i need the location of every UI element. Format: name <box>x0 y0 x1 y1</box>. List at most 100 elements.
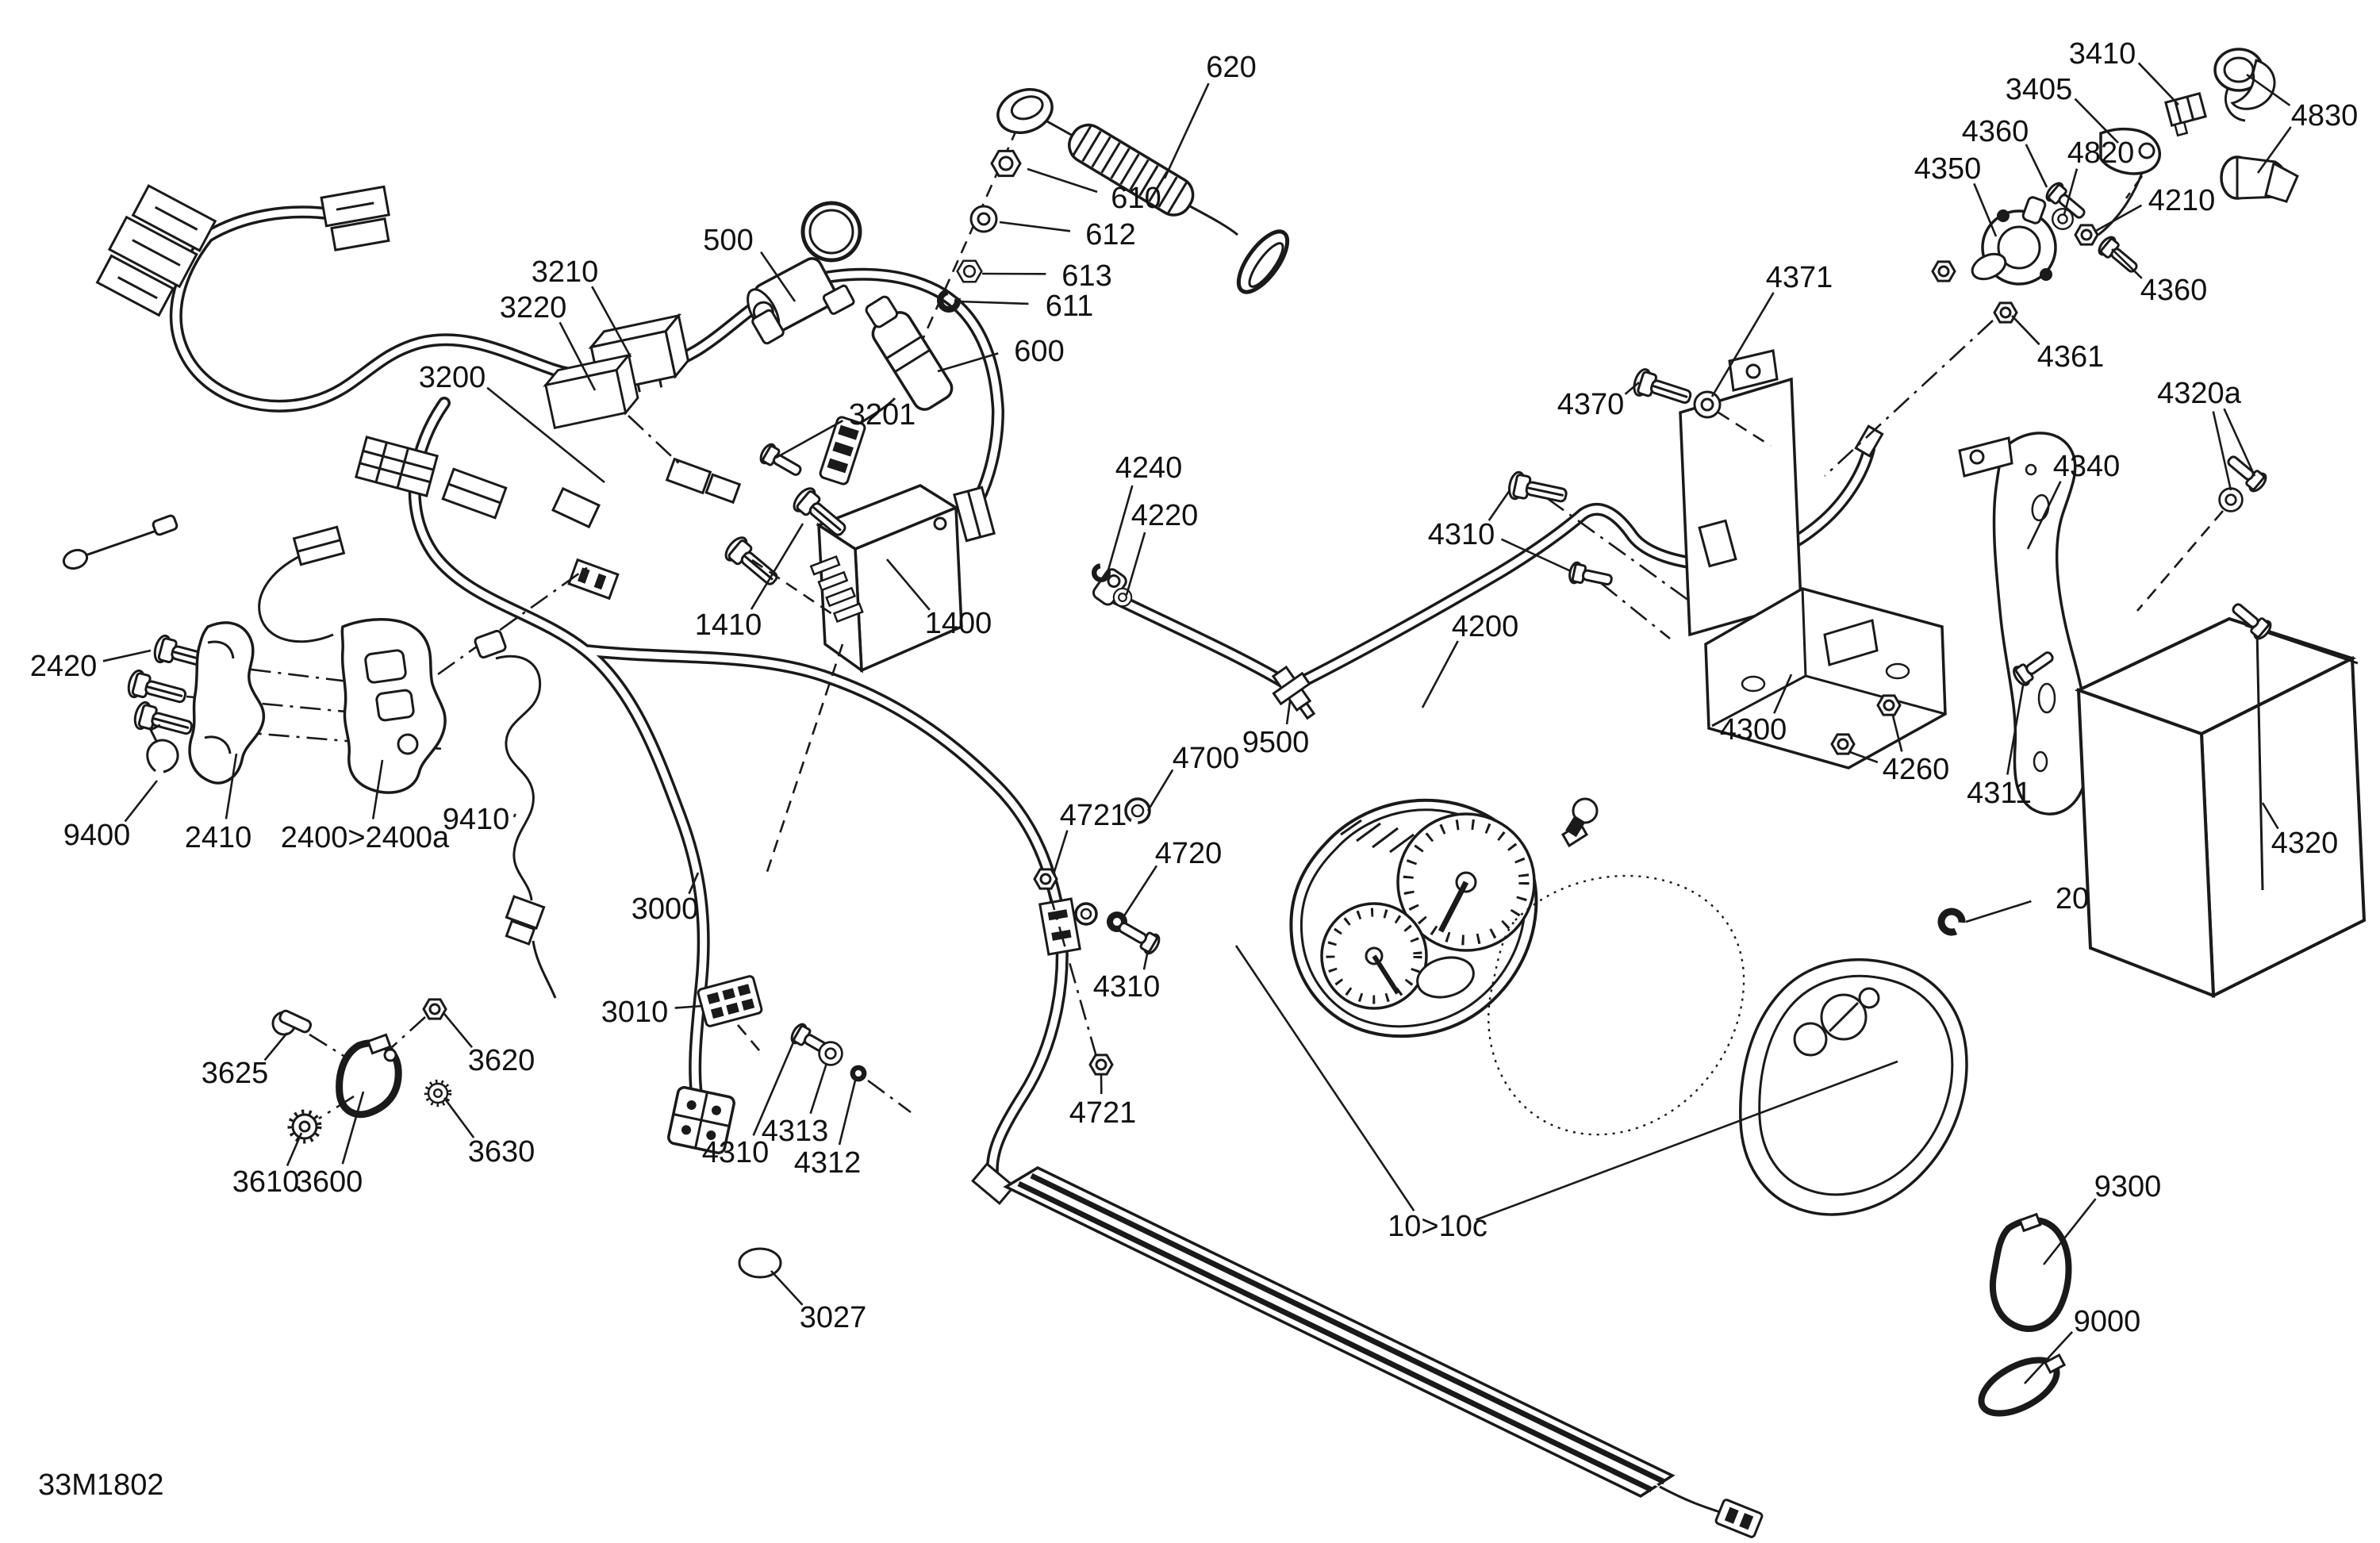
leader-line-4820 <box>2063 168 2079 215</box>
part-label-4360: 4360 <box>1962 115 2029 148</box>
leader-line-3620 <box>443 1013 473 1048</box>
leader-line-4313 <box>809 1062 828 1115</box>
part-label-2400>2400a: 2400>2400a <box>281 821 450 854</box>
leader-line-4320a <box>2223 408 2256 477</box>
battery <box>2074 616 2367 999</box>
part-label-3405: 3405 <box>2006 73 2073 106</box>
leader-line-4310 <box>1142 950 1150 970</box>
bulb-socket <box>1560 797 1599 848</box>
leader-line-20 <box>1965 900 2032 923</box>
leader-line-3625 <box>263 1032 289 1061</box>
leader-line-610 <box>1027 167 1098 194</box>
support-plate <box>1679 377 1802 637</box>
leader-line-4311 <box>2006 685 2025 775</box>
leader-line-3200 <box>486 386 605 484</box>
leader-line-4312 <box>838 1080 857 1146</box>
part-label-611: 611 <box>1046 290 1094 323</box>
ground-cable <box>1033 797 1164 1076</box>
part-label-9300: 9300 <box>2094 1170 2162 1203</box>
ecu-module <box>720 440 963 877</box>
leader-line-9410 <box>512 813 516 818</box>
switch-housing-2410 <box>188 621 266 785</box>
part-label-4312: 4312 <box>794 1146 862 1180</box>
part-label-4340: 4340 <box>2053 450 2121 483</box>
relay-modules <box>543 313 690 467</box>
cluster-bezel <box>1739 958 1968 1216</box>
tether-spring <box>1045 119 1290 294</box>
part-label-4370: 4370 <box>1557 388 1625 421</box>
part-label-9400: 9400 <box>63 819 131 852</box>
leader-line-4361 <box>2011 315 2040 346</box>
part-label-3610: 3610 <box>232 1165 300 1199</box>
leader-line-4310 <box>752 1042 795 1136</box>
part-label-4700: 4700 <box>1173 742 1240 775</box>
leader-line-3630 <box>443 1097 475 1138</box>
part-label-4220: 4220 <box>1131 499 1199 532</box>
leader-line-4300 <box>1773 674 1793 714</box>
leader-line-3405 <box>2074 98 2119 144</box>
grommet-3027 <box>738 1247 782 1279</box>
part-label-4360: 4360 <box>2140 274 2208 307</box>
leader-line-2410 <box>225 753 238 819</box>
part-label-33M1802: 33M1802 <box>38 1468 163 1502</box>
part-label-3000: 3000 <box>631 892 699 926</box>
part-label-9500: 9500 <box>1242 726 1310 759</box>
positive-battery-cable <box>1091 424 1884 720</box>
part-label-1410: 1410 <box>695 608 762 642</box>
leader-line-4720 <box>1122 865 1158 918</box>
part-label-4820: 4820 <box>2067 136 2135 170</box>
part-label-4310: 4310 <box>1093 970 1161 1004</box>
leader-line-4370 <box>1624 382 1640 395</box>
part-label-3210: 3210 <box>532 255 599 289</box>
wiring-harness <box>95 184 1081 1205</box>
part-label-610: 610 <box>1111 182 1161 215</box>
leader-line-4830 <box>2256 126 2292 174</box>
part-label-3220: 3220 <box>500 291 567 324</box>
part-label-620: 620 <box>1206 51 1256 84</box>
regulator-group <box>1824 48 2299 477</box>
leader-line-9300 <box>2042 1198 2097 1265</box>
leader-line-4310 <box>1500 538 1572 573</box>
leader-line-3610 <box>286 1132 303 1167</box>
leader-line-4350 <box>1973 182 1998 237</box>
harness-4pin-connector <box>667 1086 735 1154</box>
part-label-4260: 4260 <box>1883 753 1950 786</box>
harness-connector-block <box>95 184 217 317</box>
part-label-4830: 4830 <box>2291 99 2359 132</box>
leader-line-4240 <box>1106 485 1134 574</box>
part-label-4240: 4240 <box>1115 451 1183 485</box>
harness-connector <box>320 185 390 251</box>
leader-line-4310 <box>1488 489 1511 521</box>
battery-support-group <box>1630 349 2367 999</box>
leader-line-3210 <box>591 286 632 358</box>
part-label-4310: 4310 <box>702 1136 770 1169</box>
part-label-3201: 3201 <box>849 398 916 432</box>
leader-line-10>10c <box>1476 1060 1898 1221</box>
part-label-4311: 4311 <box>1967 777 2032 810</box>
leader-line-4360 <box>2025 144 2048 188</box>
leader-line-2400>2400a <box>371 759 384 819</box>
leader-line-1410 <box>750 523 804 610</box>
part-label-2420: 2420 <box>30 650 98 683</box>
part-label-10>10c: 10>10c <box>1388 1210 1488 1243</box>
tether-switch-assembly <box>819 88 1290 486</box>
leader-line-612 <box>999 221 1071 232</box>
labels-layer: 6206106126136116005003210322032003201141… <box>30 37 2359 1502</box>
leader-line-4200 <box>1421 640 1459 708</box>
leader-line-2420 <box>102 649 152 662</box>
part-label-4350: 4350 <box>1914 152 1982 186</box>
part-label-4320a: 4320a <box>2157 377 2242 410</box>
socket-3010 <box>697 975 763 1027</box>
leader-line-10>10c <box>1234 945 1415 1212</box>
part-label-3620: 3620 <box>468 1044 536 1077</box>
leader-line-4371 <box>1710 292 1775 397</box>
leader-line-3201 <box>775 420 844 459</box>
part-label-9000: 9000 <box>2074 1305 2141 1338</box>
part-label-4200: 4200 <box>1452 610 1519 643</box>
pump-4350 <box>1971 196 2057 286</box>
leader-line-620 <box>1163 83 1210 179</box>
part-label-3010: 3010 <box>601 996 669 1029</box>
part-label-3027: 3027 <box>800 1301 867 1334</box>
ground-strap-group <box>271 998 449 1141</box>
